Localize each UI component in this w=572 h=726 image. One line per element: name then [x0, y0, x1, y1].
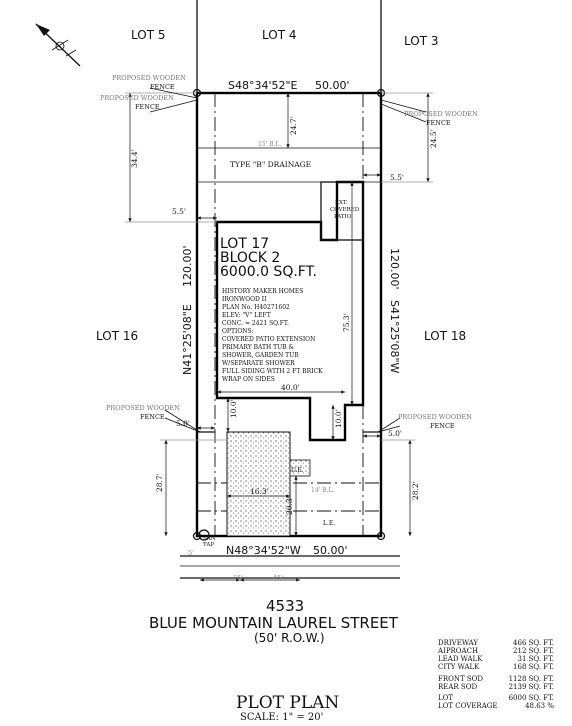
lead-walk — [289, 459, 311, 477]
bearing-top-length: 50.00' — [315, 79, 350, 92]
area-value: 6000 SQ. FT. — [509, 694, 554, 702]
dim-15: 15' — [233, 574, 243, 582]
building-line-label-front: 14' B.L. — [311, 487, 334, 494]
dim-24-5: 24.5' — [429, 129, 438, 148]
area-value: 48.63 % — [525, 702, 554, 710]
area-label: LOT — [438, 694, 453, 702]
area-value: 168 SQ. FT. — [513, 663, 554, 671]
area-label: REAR SOD — [438, 683, 477, 691]
area-label: FRONT SOD — [438, 675, 483, 683]
street-name: BLUE MOUNTAIN LAUREL STREET — [149, 614, 399, 632]
lot-number: LOT 17 — [220, 236, 269, 252]
house-note: ELEV: "V" LEFT — [222, 312, 271, 319]
house-note: PRIMARY BATH TUB & — [222, 344, 295, 351]
dim-5-0-left: 5.0' — [176, 419, 190, 428]
north-arrow-icon — [35, 23, 81, 67]
corner-pin-icon — [192, 531, 202, 541]
bearing-right: S41°25'08"W — [388, 300, 401, 374]
dim-16-3: 16.3' — [250, 487, 269, 496]
fence-label: PROPOSED WOODEN — [404, 110, 478, 118]
fence-label: FENCE — [150, 83, 175, 91]
dim-10-0-right: 10.0' — [334, 409, 343, 428]
dim-75-3: 75.3' — [342, 313, 351, 332]
patio-label: EXT. — [335, 200, 348, 206]
sanitary-tap-label: SAN — [203, 536, 216, 542]
area-table: DRIVEWAY 466 SQ. FT. AIPROACH 212 SQ. FT… — [437, 639, 554, 710]
area-label: AIPROACH — [437, 647, 478, 655]
street-row: (50' R.O.W.) — [254, 631, 325, 645]
street-number: 4533 — [266, 597, 304, 615]
area-label: CITY WALK — [438, 663, 480, 671]
dim-5-5-right: 5.5' — [390, 173, 404, 182]
house-footprint — [215, 180, 365, 442]
house-note: FULL SIDING WITH 2 FT BRICK — [222, 368, 323, 375]
fence-label: PROPOSED WOODEN — [398, 413, 472, 421]
dim-5-walk: 5' — [188, 549, 194, 557]
house-note: HISTORY MAKER HOMES — [222, 288, 303, 295]
dim-28-7: 28.7' — [155, 473, 164, 492]
lot-area: 6000.0 SQ.FT. — [220, 264, 317, 280]
house-note: PLAN No. H40271602 — [222, 304, 290, 311]
bearing-right-length: 120.00' — [388, 248, 401, 290]
fence-label: FENCE — [140, 413, 165, 421]
block-number: BLOCK 2 — [220, 250, 280, 266]
house-note: WRAP ON SIDES — [222, 376, 275, 383]
bearing-left: N41°25'08"E — [181, 304, 194, 375]
area-value: 2139 SQ. FT. — [509, 683, 554, 691]
page-title: PLOT PLAN — [236, 693, 339, 713]
area-value: 1128 SQ. FT. — [509, 675, 554, 683]
lot-label-lot18: LOT 18 — [424, 329, 466, 343]
bearing-bottom: N48°34'52"W — [226, 544, 301, 557]
scale-label: SCALE: 1" = 20' — [240, 712, 323, 723]
lot-label-lot4: LOT 4 — [262, 28, 296, 42]
area-value: 31 SQ. FT. — [518, 655, 555, 663]
dim-34-4: 34.4' — [130, 149, 139, 168]
area-value: 466 SQ. FT. — [513, 639, 554, 647]
fence-label: PROPOSED WOODEN — [106, 404, 180, 412]
driveway — [226, 431, 291, 537]
area-label: DRIVEWAY — [438, 639, 478, 647]
sanitary-tap-label: TAP — [203, 542, 214, 548]
house-note: OPTIONS: — [222, 328, 254, 335]
house-note: IRONWOOD II — [222, 296, 267, 303]
covered-patio — [320, 181, 364, 241]
patio-label: COVERED — [330, 207, 360, 213]
corner-pin-icon — [376, 531, 386, 541]
lot-label-lot5: LOT 5 — [131, 28, 165, 42]
fence-label: FENCE — [430, 422, 455, 430]
house-note: CONC. = 2421 SQ.FT. — [222, 320, 289, 327]
lot-label-lot16: LOT 16 — [96, 329, 138, 343]
fence-label: FENCE — [426, 119, 451, 127]
area-label: LEAD WALK — [438, 655, 483, 663]
dim-5-0-right: 5.0' — [388, 429, 402, 438]
house-note: W/SEPARATE SHOWER — [222, 360, 295, 367]
bearing-bottom-length: 50.00' — [313, 544, 348, 557]
patio-label: PATIO — [334, 214, 352, 220]
fence-label: FENCE — [135, 103, 160, 111]
dim-20-3: 20.3' — [285, 496, 294, 515]
landscape-easement-label: L.E. — [323, 520, 335, 527]
dim-28-2: 28.2' — [411, 481, 420, 500]
drainage-label: TYPE "B" DRAINAGE — [230, 160, 311, 169]
house-note: COVERED PATIO EXTENSION — [222, 336, 315, 343]
dim-40-0: 40.0' — [281, 383, 300, 392]
building-line-label-rear: 15' B.L. — [258, 141, 281, 148]
fence-label: PROPOSED WOODEN — [100, 94, 174, 102]
dim-5-5-left: 5.5' — [172, 207, 186, 216]
area-label: LOT COVERAGE — [438, 702, 497, 710]
sanitary-tap-icon — [198, 529, 210, 541]
utility-easement-label: U.E. — [291, 467, 304, 474]
dim-24-7: 24.7' — [289, 116, 298, 135]
dim-45: 45' — [273, 574, 283, 582]
bearing-left-length: 120.00' — [181, 245, 194, 287]
bearing-top: S48°34'52"E — [228, 79, 298, 92]
dim-10-0-left: 10.0' — [229, 399, 238, 418]
fence-label: PROPOSED WOODEN — [112, 74, 186, 82]
area-value: 212 SQ. FT. — [513, 647, 554, 655]
lot-label-lot3: LOT 3 — [404, 34, 438, 48]
house-note: SHOWER, GARDEN TUB — [222, 352, 299, 359]
